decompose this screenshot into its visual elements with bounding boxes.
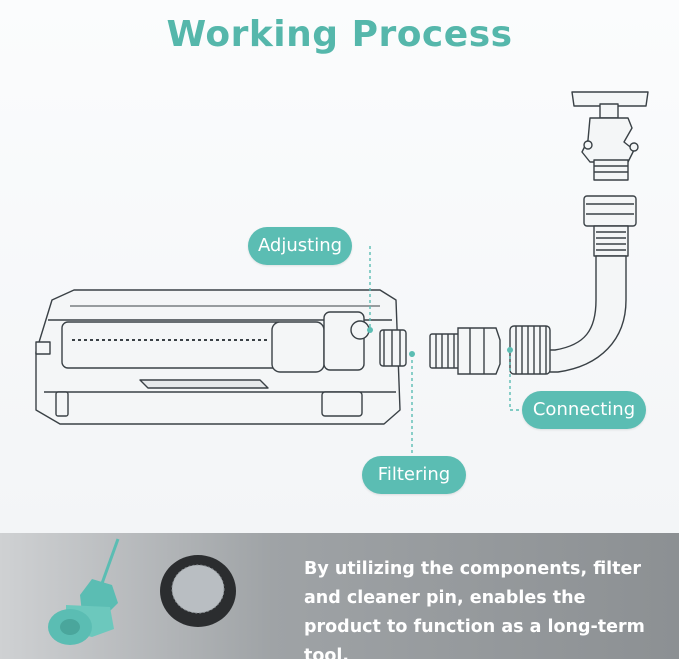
components-illustration [48, 538, 236, 645]
cleaner-pin-icon [48, 538, 120, 645]
components-panel [0, 533, 679, 659]
page-title: Working Process [166, 14, 513, 55]
faucet-icon [571, 91, 649, 181]
sprinkler-icon [35, 289, 407, 425]
hose-connector-icon [509, 325, 551, 375]
components-description: By utilizing the components, filter and … [304, 559, 645, 659]
hose-icon [547, 195, 637, 373]
filter-washer-icon [160, 555, 236, 627]
leader-dots [367, 327, 513, 357]
adapter-icon [429, 327, 501, 375]
leader-lines [369, 246, 522, 460]
working-process-illustration [35, 91, 649, 460]
filtering-label: Filtering [362, 456, 466, 494]
connecting-label: Connecting [522, 391, 646, 429]
adjusting-label: Adjusting [248, 227, 352, 265]
